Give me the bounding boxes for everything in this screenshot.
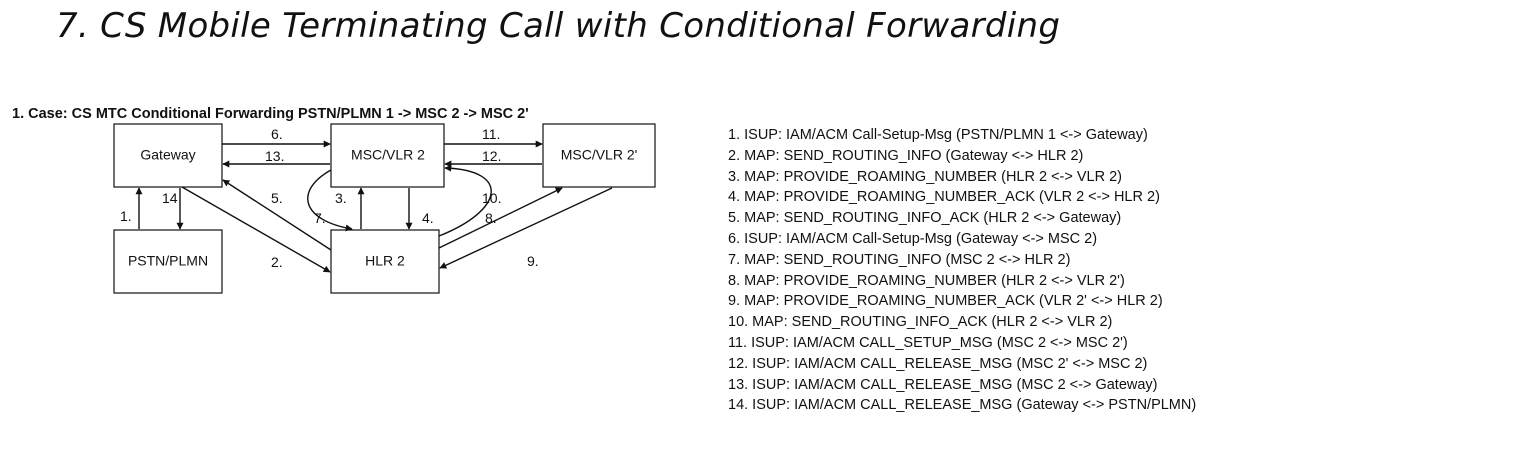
node-msc-vlr-2: MSC/VLR 2 (330, 123, 445, 188)
step-label-14: 14 (162, 190, 178, 206)
arrow-2 (181, 186, 331, 273)
arrow-8 (438, 187, 563, 249)
step-label-4: 4. (422, 210, 434, 226)
legend-item: 3. MAP: PROVIDE_ROAMING_NUMBER (HLR 2 <-… (728, 168, 1123, 185)
arrow-5 (222, 179, 332, 251)
legend-item: 12. ISUP: IAM/ACM CALL_RELEASE_MSG (MSC … (728, 355, 1148, 372)
step-label-5: 5. (271, 190, 283, 206)
legend-item: 5. MAP: SEND_ROUTING_INFO_ACK (HLR 2 <->… (728, 210, 1122, 227)
legend-item: 14. ISUP: IAM/ACM CALL_RELEASE_MSG (Gate… (728, 397, 1197, 414)
page-title: 7. CS Mobile Terminating Call with Condi… (56, 6, 1061, 46)
node-pstn-plmn-label: PSTN/PLMN (128, 253, 208, 269)
arrow-10 (438, 164, 492, 237)
step-label-1: 1. (120, 208, 132, 224)
legend-item: 8. MAP: PROVIDE_ROAMING_NUMBER (HLR 2 <-… (728, 272, 1125, 289)
step-label-10: 10. (482, 190, 501, 206)
legend-item: 10. MAP: SEND_ROUTING_INFO_ACK (HLR 2 <-… (728, 314, 1113, 331)
step-label-9: 9. (527, 253, 539, 269)
node-msc-vlr-2-prime: MSC/VLR 2' (542, 123, 656, 188)
arrow-9 (439, 187, 613, 269)
legend-item: 6. ISUP: IAM/ACM Call-Setup-Msg (Gateway… (728, 230, 1098, 247)
step-legend: 1. ISUP: IAM/ACM Call-Setup-Msg (PSTN/PL… (728, 125, 1196, 416)
legend-item: 11. ISUP: IAM/ACM CALL_SETUP_MSG (MSC 2 … (728, 334, 1128, 351)
node-gateway-label: Gateway (140, 147, 195, 163)
node-hlr-2-label: HLR 2 (365, 253, 405, 269)
legend-item: 7. MAP: SEND_ROUTING_INFO (MSC 2 <-> HLR… (728, 251, 1071, 268)
legend-item: 13. ISUP: IAM/ACM CALL_RELEASE_MSG (MSC … (728, 376, 1158, 393)
arrow-7 (307, 169, 353, 232)
step-label-13: 13. (265, 148, 284, 164)
step-label-11: 11. (482, 126, 500, 142)
node-gateway: Gateway (113, 123, 223, 188)
case-title: 1. Case: CS MTC Conditional Forwarding P… (12, 106, 529, 122)
step-label-8: 8. (485, 210, 497, 226)
legend-item: 4. MAP: PROVIDE_ROAMING_NUMBER_ACK (VLR … (728, 189, 1160, 206)
node-msc-vlr-2-label: MSC/VLR 2 (351, 147, 425, 163)
legend-item: 1. ISUP: IAM/ACM Call-Setup-Msg (PSTN/PL… (728, 127, 1148, 143)
step-label-6: 6. (271, 126, 283, 142)
step-label-12: 12. (482, 148, 501, 164)
call-flow-diagram: Gateway MSC/VLR 2 MSC/VLR 2' PSTN/PLMN H… (113, 123, 656, 294)
legend-item: 9. MAP: PROVIDE_ROAMING_NUMBER_ACK (VLR … (728, 293, 1163, 310)
legend-item: 2. MAP: SEND_ROUTING_INFO (Gateway <-> H… (728, 147, 1084, 164)
node-hlr-2: HLR 2 (330, 229, 440, 294)
step-label-2: 2. (271, 254, 283, 270)
node-msc-vlr-2-prime-label: MSC/VLR 2' (561, 147, 638, 163)
node-pstn-plmn: PSTN/PLMN (113, 229, 223, 294)
step-label-7: 7. (314, 210, 326, 226)
step-label-3: 3. (335, 190, 347, 206)
